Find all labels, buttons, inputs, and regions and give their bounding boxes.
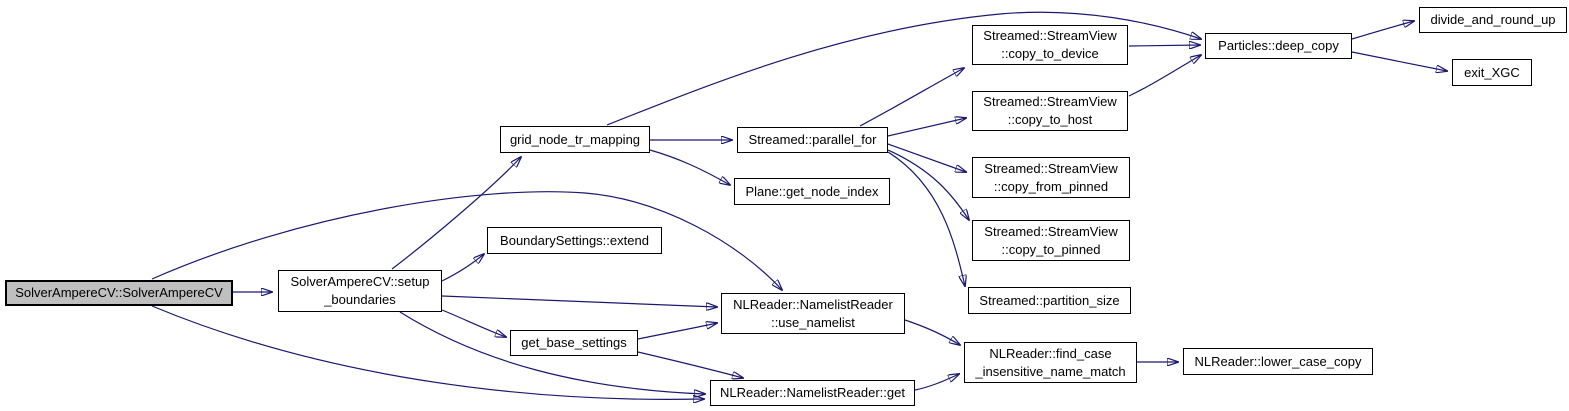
node-streamview-copy-to-host[interactable]: Streamed::StreamView ::copy_to_host: [972, 91, 1128, 131]
node-namelistreader-get[interactable]: NLReader::NamelistReader::get: [710, 380, 915, 406]
edge-setup-use-namelist: [441, 295, 717, 307]
edge-grid-get-node-index: [649, 149, 730, 185]
edge-deepcopy-exit-xgc: [1351, 51, 1447, 71]
edge-parallel-partition-size: [887, 151, 965, 286]
node-lower-case-copy[interactable]: NLReader::lower_case_copy: [1183, 348, 1373, 375]
edge-ctor-namelist-get: [151, 305, 704, 399]
edge-parallel-copy-to-host: [887, 118, 966, 137]
edge-deepcopy-divide-round-up: [1351, 21, 1414, 40]
edge-parallel-copy-to-pinned: [887, 149, 969, 220]
node-streamed-partition-size[interactable]: Streamed::partition_size: [968, 287, 1131, 314]
node-particles-deep-copy[interactable]: Particles::deep_copy: [1205, 33, 1352, 59]
edge-setup-get-base-settings: [441, 309, 506, 337]
edge-parallel-copy-to-device: [859, 68, 964, 127]
node-streamed-parallel-for[interactable]: Streamed::parallel_for: [737, 127, 888, 153]
edge-setup-extend: [441, 254, 484, 282]
edge-getbase-use-namelist: [637, 323, 717, 340]
node-streamview-copy-to-pinned[interactable]: Streamed::StreamView ::copy_to_pinned: [972, 220, 1130, 261]
edge-ctor-use-namelist: [151, 191, 782, 290]
edge-grid-deep-copy: [606, 11, 1201, 126]
node-grid-node-tr-mapping[interactable]: grid_node_tr_mapping: [500, 126, 650, 153]
edge-namelistget-find-case: [914, 374, 959, 391]
edge-copytohost-deep-copy: [1128, 55, 1201, 97]
node-exit-xgc[interactable]: exit_XGC: [1452, 59, 1532, 86]
node-namelistreader-use-namelist[interactable]: NLReader::NamelistReader ::use_namelist: [721, 293, 905, 334]
node-divide-and-round-up[interactable]: divide_and_round_up: [1419, 7, 1567, 33]
node-get-base-settings[interactable]: get_base_settings: [510, 330, 638, 356]
node-streamview-copy-to-device[interactable]: Streamed::StreamView ::copy_to_device: [972, 25, 1128, 65]
node-find-case-insensitive-name-match[interactable]: NLReader::find_case _insensitive_name_ma…: [964, 342, 1137, 383]
edge-parallel-copy-from-pinned: [887, 143, 966, 172]
node-setup-boundaries[interactable]: SolverAmpereCV::setup _boundaries: [278, 270, 442, 312]
edge-getbase-namelist-get: [637, 351, 743, 378]
edge-setup-namelist-get: [399, 311, 705, 394]
edge-copytodevice-deep-copy: [1128, 45, 1200, 46]
node-solverampercv-constructor: SolverAmpereCV::SolverAmpereCV: [5, 280, 233, 306]
edge-setup-grid-node: [391, 157, 521, 270]
node-plane-get-node-index[interactable]: Plane::get_node_index: [734, 178, 890, 205]
node-streamview-copy-from-pinned[interactable]: Streamed::StreamView ::copy_from_pinned: [972, 157, 1130, 198]
edge-usenamelist-find-case: [904, 319, 960, 345]
node-boundarysettings-extend[interactable]: BoundarySettings::extend: [487, 227, 662, 254]
